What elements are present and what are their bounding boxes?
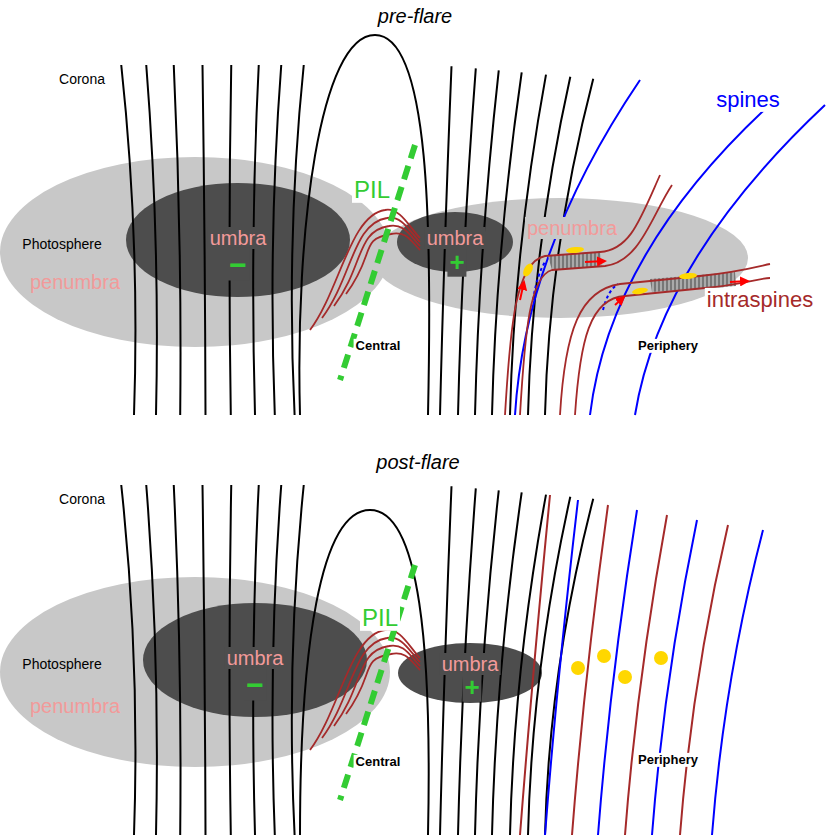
- pre-flare-panel: [0, 35, 825, 415]
- flow-arrow: [730, 281, 748, 282]
- intraspine-line: [520, 185, 672, 415]
- region-label: penumbra: [28, 695, 122, 717]
- spine-line: [515, 80, 640, 415]
- intraspine-line: [560, 264, 770, 415]
- intraspine-label: intraspines: [705, 288, 815, 312]
- brightening: [597, 649, 611, 663]
- field-line: [203, 485, 206, 835]
- spine-line: [635, 105, 825, 415]
- field-line: [174, 485, 181, 835]
- sheared-field-line: [310, 210, 420, 330]
- brightening: [571, 661, 585, 675]
- penumbra-region: [0, 157, 390, 347]
- field-line: [272, 65, 281, 415]
- spine-line: [590, 100, 775, 415]
- polarity-inversion-line: [340, 565, 415, 800]
- region-label: umbra: [208, 227, 269, 249]
- panel-title: pre-flare: [376, 5, 454, 27]
- flow-arrow: [585, 261, 605, 262]
- brightening: [566, 246, 584, 254]
- sheared-field-line: [334, 226, 420, 306]
- penumbra-region: [0, 577, 390, 767]
- layer-label: Corona: [57, 72, 107, 87]
- region-label: umbra: [440, 653, 501, 675]
- region-label: penumbra: [525, 217, 619, 239]
- field-line: [174, 65, 181, 415]
- polarity-sign: +: [462, 673, 481, 702]
- region-label: umbra: [225, 647, 286, 669]
- polarity-sign: −: [244, 668, 266, 701]
- field-line: [492, 72, 522, 415]
- flow-arrow: [520, 282, 524, 300]
- zone-label: Central: [354, 755, 403, 769]
- region-label: umbra: [425, 227, 486, 249]
- sheared-field-line: [346, 653, 420, 714]
- flow-arrow: [615, 297, 624, 305]
- intraspine-line: [520, 495, 550, 835]
- post-flare-panel: [0, 485, 763, 835]
- zone-label: Periphery: [636, 339, 700, 353]
- field-line: [292, 485, 304, 835]
- coronal-loop: [299, 35, 429, 415]
- field-line: [146, 485, 157, 835]
- spine-line: [598, 510, 637, 835]
- sheared-field-line: [322, 638, 420, 738]
- brightening: [632, 287, 649, 296]
- panel-title: post-flare: [374, 451, 461, 473]
- layer-label: Photosphere: [20, 657, 103, 672]
- field-line: [121, 485, 135, 835]
- brightening: [618, 670, 632, 684]
- spine-line: [712, 530, 763, 835]
- brightening: [521, 262, 535, 278]
- field-line: [121, 65, 135, 415]
- region-label: penumbra: [28, 271, 122, 293]
- coronal-loop: [300, 510, 429, 835]
- pil-label: PIL: [360, 605, 400, 631]
- field-line: [545, 499, 593, 835]
- zone-label: Periphery: [636, 753, 700, 767]
- intraspine-line: [680, 525, 728, 835]
- polarity-sign: +: [447, 248, 466, 277]
- spine-label: spines: [714, 88, 782, 112]
- field-line: [203, 65, 206, 415]
- polarity-inversion-line: [340, 145, 415, 380]
- sheared-field-line: [322, 218, 420, 318]
- layer-label: Photosphere: [20, 237, 103, 252]
- spine-line: [652, 520, 697, 835]
- brightening: [679, 272, 697, 280]
- field-line: [528, 77, 570, 415]
- sheared-field-line: [334, 646, 420, 726]
- umbra-region: [126, 183, 350, 297]
- pil-label: PIL: [352, 177, 392, 203]
- zone-label: Central: [354, 339, 403, 353]
- brightening: [654, 651, 668, 665]
- field-line: [146, 65, 157, 415]
- sheared-field-line: [346, 233, 420, 294]
- layer-label: Corona: [57, 492, 107, 507]
- polarity-sign: −: [227, 248, 249, 281]
- field-line: [292, 65, 304, 415]
- sheared-field-line: [310, 630, 420, 750]
